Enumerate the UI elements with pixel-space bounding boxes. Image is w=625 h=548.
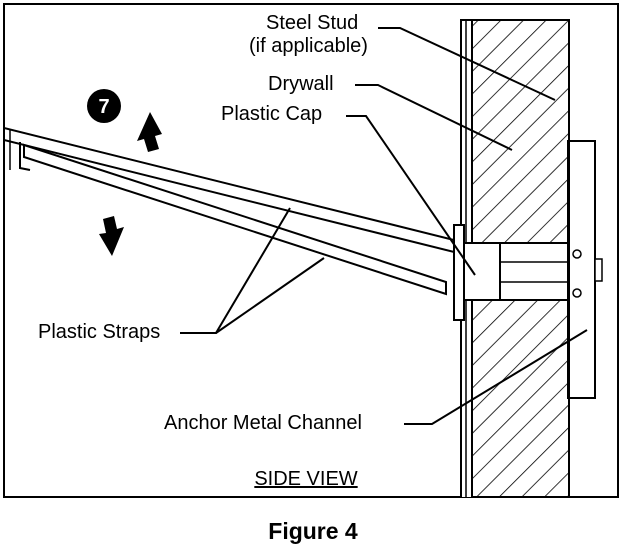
channel-bolt (594, 258, 603, 282)
step-badge (87, 89, 121, 123)
leader-lines (180, 27, 588, 425)
label-side-view: SIDE VIEW (254, 468, 357, 490)
plastic-cap-flange (453, 224, 465, 321)
up-arrow-icon (137, 112, 162, 152)
label-plastic-cap: Plastic Cap (221, 103, 322, 125)
anchor-hole-bottom (572, 288, 582, 298)
anchor-metal-channel (567, 140, 596, 399)
plastic-strap-upper (4, 126, 455, 254)
anchor-hole-top (572, 249, 582, 259)
label-drywall: Drywall (268, 73, 334, 95)
figure-caption: Figure 4 (268, 518, 358, 544)
plastic-strap-lower (23, 143, 447, 296)
down-arrow-icon (99, 216, 124, 256)
label-steel-stud-note: (if applicable) (249, 35, 368, 57)
step-number: 7 (98, 96, 109, 118)
label-anchor-metal-channel: Anchor Metal Channel (164, 412, 362, 434)
label-steel-stud: Steel Stud (266, 12, 358, 34)
plastic-cap (463, 242, 501, 301)
label-plastic-straps: Plastic Straps (38, 321, 160, 343)
